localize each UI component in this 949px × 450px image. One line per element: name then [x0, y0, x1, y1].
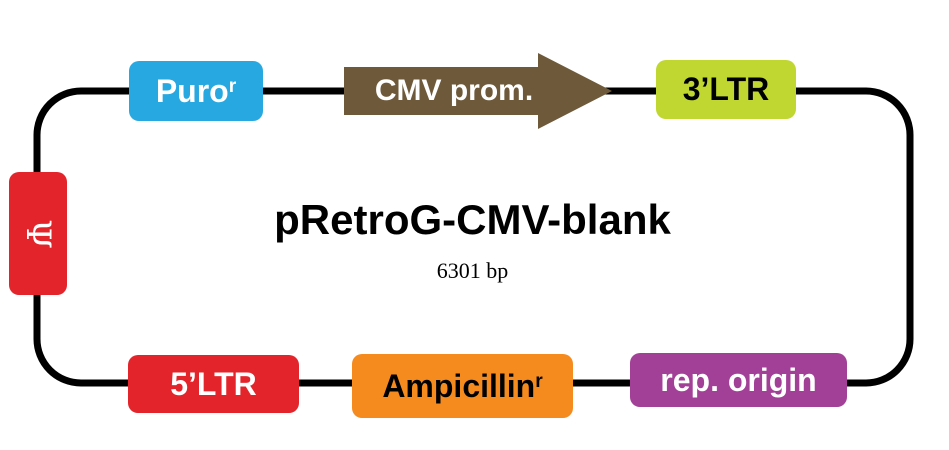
ampicillin-superscript: r [535, 370, 543, 392]
feature-cmv-promoter-label: CMV prom. [374, 74, 534, 107]
plasmid-name: pRetroG-CMV-blank [274, 196, 671, 243]
feature-5-ltr: 5’LTR [128, 355, 299, 413]
feature-3-ltr: 3’LTR [656, 60, 796, 119]
cmv-promoter-arrow [344, 53, 612, 129]
puro-label: Puro [155, 72, 229, 109]
psi-label: Ψ [17, 218, 58, 249]
feature-rep-origin: rep. origin [630, 353, 847, 407]
feature-psi-packaging-signal: Ψ [9, 172, 67, 295]
puro-superscript: r [228, 75, 237, 97]
ampicillin-label: Ampicillin [382, 367, 536, 404]
plasmid-size: 6301 bp [436, 258, 509, 283]
